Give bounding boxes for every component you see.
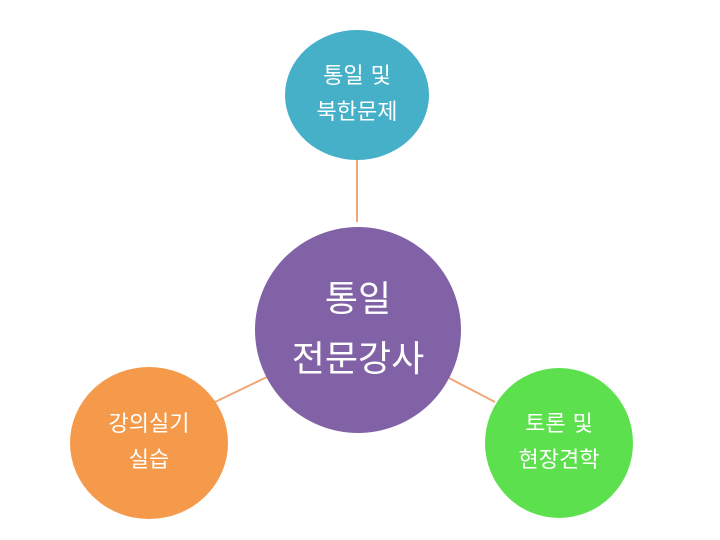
node-right-line2: 현장견학 <box>518 448 600 473</box>
node-unification-north-korea-issues: 통일 및 북한문제 <box>285 30 429 160</box>
node-lecture-practice: 강의실기 실습 <box>70 367 228 519</box>
connector-right <box>446 376 496 403</box>
node-top-line1: 통일 및 <box>323 64 391 89</box>
connector-left <box>214 376 268 403</box>
node-left-line2: 실습 <box>128 448 170 473</box>
node-left-line1: 강의실기 <box>108 412 190 437</box>
node-center-line1: 통일 <box>324 279 392 320</box>
node-unification-expert-instructor: 통일 전문강사 <box>255 227 461 433</box>
node-discussion-field-trip: 토론 및 현장견학 <box>485 368 633 518</box>
node-top-line2: 북한문제 <box>316 100 398 125</box>
node-center-line2: 전문강사 <box>291 339 425 380</box>
node-right-line1: 토론 및 <box>525 412 593 437</box>
